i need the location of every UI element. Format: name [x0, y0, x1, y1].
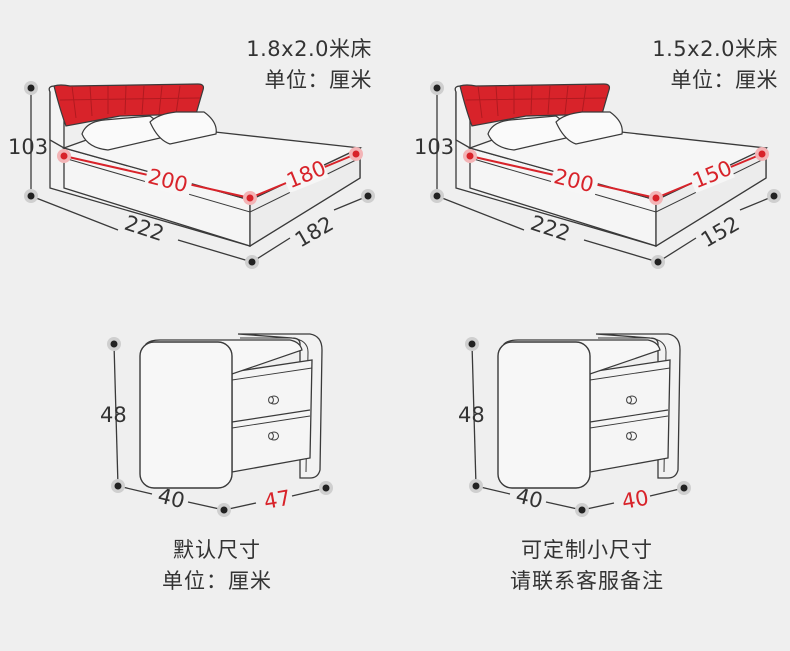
nightstand-1-depth-label: 47: [262, 486, 292, 514]
nightstand-2-height-label: 48: [458, 403, 485, 427]
nightstand-1-caption-line2: 单位：厘米: [162, 569, 272, 593]
nightstand-1-height-label: 48: [100, 403, 127, 427]
nightstand-1-caption: 默认尺寸 单位：厘米: [97, 535, 337, 597]
nightstand-2-depth-label: 40: [620, 486, 650, 514]
bed-2-height-label: 103: [414, 135, 454, 159]
bed-2-unit: 单位：厘米: [670, 68, 778, 92]
bed-1-spec: 1.8x2.0米床: [246, 37, 372, 61]
bed-2-width-label: 152: [697, 211, 744, 252]
bed-1-height-label: 103: [8, 135, 48, 159]
nightstand-1-caption-line1: 默认尺寸: [173, 538, 261, 562]
nightstand-2-caption-line2: 请联系客服备注: [510, 569, 664, 593]
nightstand-2-caption-line1: 可定制小尺寸: [521, 538, 653, 562]
bed-2-spec: 1.5x2.0米床: [652, 37, 778, 61]
bed-1-mattress-width-bg: [281, 155, 329, 193]
bed-1-title: 1.8x2.0米床 单位：厘米: [246, 34, 372, 96]
bed-2-mattress-width-bg: [687, 155, 735, 193]
bed-2-title: 1.5x2.0米床 单位：厘米: [652, 34, 778, 96]
nightstand-1-width-label: 40: [155, 483, 187, 513]
bed-1-mattress-length-bg: [143, 162, 195, 198]
nightstand-1-drawing: [106, 333, 334, 518]
bed-1-width-label: 182: [291, 211, 338, 252]
nightstand-2-width-label: 40: [513, 483, 545, 513]
bed-1-unit: 单位：厘米: [264, 68, 372, 92]
bed-2-mattress-length-bg: [549, 162, 601, 198]
nightstand-2-drawing: [464, 333, 692, 518]
nightstand-2-caption: 可定制小尺寸 请联系客服备注: [467, 535, 707, 597]
